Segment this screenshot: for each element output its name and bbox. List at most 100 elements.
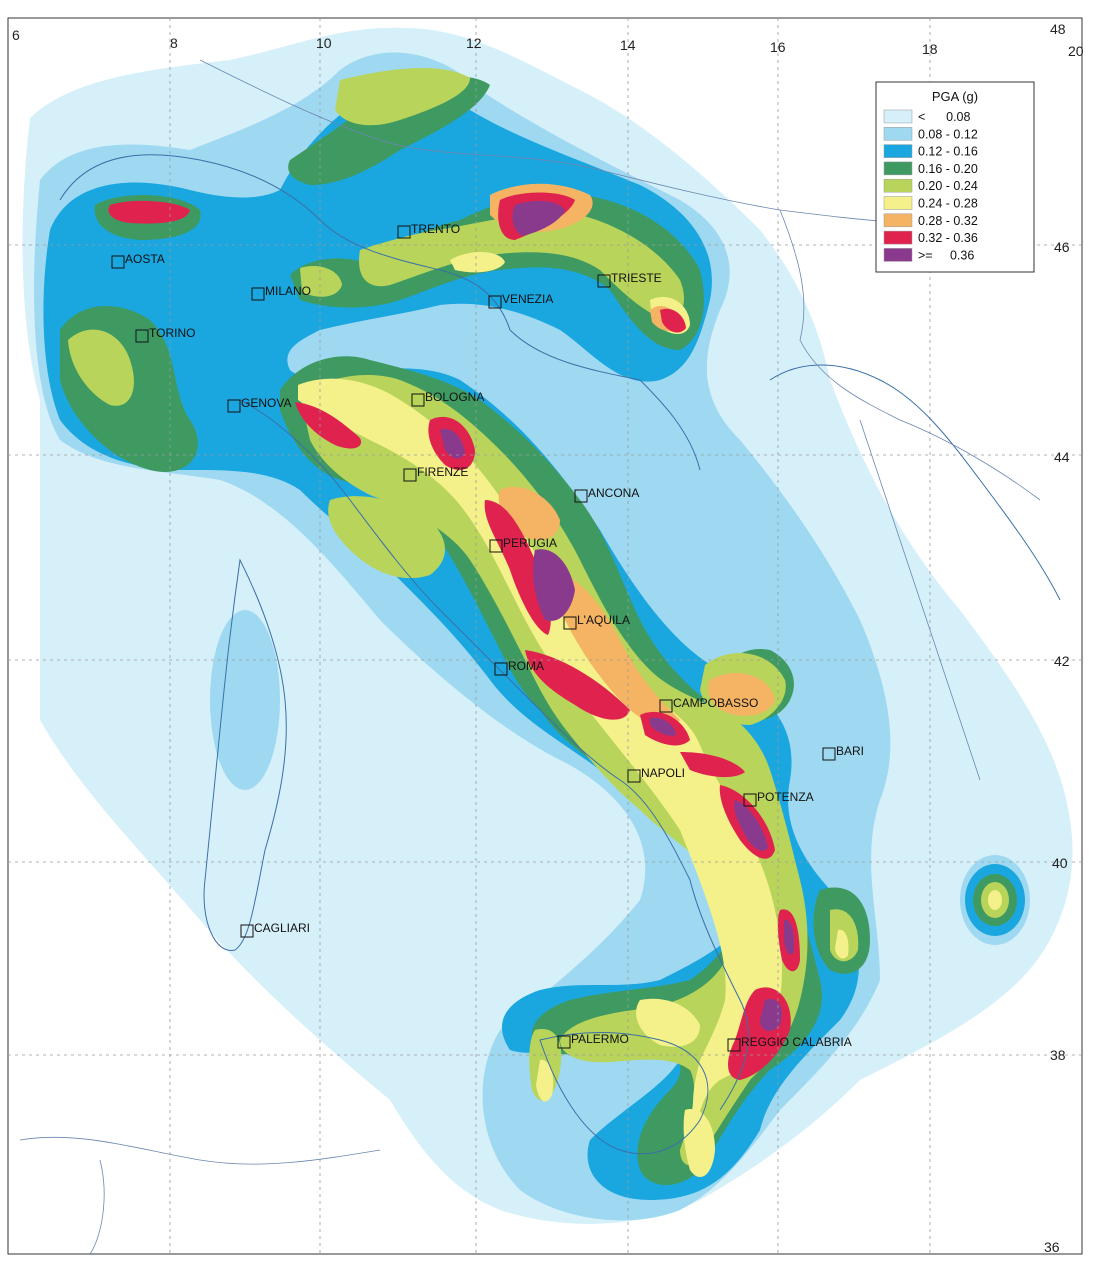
legend-entry: 0.16 - 0.20 [883, 161, 978, 176]
longitude-label: 20 [1068, 43, 1084, 59]
longitude-label: 10 [316, 35, 332, 51]
city-marker-icon [403, 468, 417, 482]
city-genova: GENOVA [227, 396, 291, 413]
city-label: PALERMO [571, 1032, 629, 1046]
hazard-zone-ge036 [440, 200, 795, 1032]
city-marker-icon [659, 699, 673, 713]
city-marker-icon [743, 793, 757, 807]
city-marker-icon [627, 769, 641, 783]
city-label: L'AQUILA [577, 613, 630, 627]
city-label: BARI [836, 744, 864, 758]
city-campobasso: CAMPOBASSO [659, 696, 758, 713]
city-marker-icon [397, 225, 411, 239]
legend-entry: 0.20 - 0.24 [883, 178, 978, 193]
legend-label: 0.08 - 0.12 [918, 127, 978, 141]
city-reggio-calabria: REGGIO CALABRIA [727, 1035, 852, 1052]
legend-swatch [883, 161, 913, 176]
city-label: TORINO [149, 326, 195, 340]
city-ancona: ANCONA [574, 486, 639, 503]
longitude-label: 6 [12, 27, 20, 43]
hazard-zone-032-036 [108, 192, 800, 1080]
city-label: AOSTA [125, 252, 165, 266]
city-bari: BARI [822, 744, 864, 761]
coastlines [59, 154, 1061, 1155]
longitude-label: 12 [466, 35, 482, 51]
legend-entry: < 0.08 [883, 109, 971, 124]
legend-swatch [883, 109, 913, 124]
legend-swatch [883, 178, 913, 193]
legend-label: 0.20 - 0.24 [918, 179, 978, 193]
latitude-label: 42 [1054, 653, 1070, 669]
country-borders [19, 59, 1041, 1255]
legend: PGA (g) < 0.08 0.08 - 0.12 0.12 - 0.16 0.16… [875, 81, 1035, 273]
city-cagliari: CAGLIARI [240, 921, 310, 938]
city-marker-icon [557, 1035, 571, 1049]
latitude-label: 46 [1054, 239, 1070, 255]
city-marker-icon [574, 489, 588, 503]
city-milano: MILANO [251, 284, 311, 301]
longitude-label: 16 [770, 39, 786, 55]
city-l-aquila: L'AQUILA [563, 613, 630, 630]
latitude-label: 48 [1050, 21, 1066, 37]
legend-entry: 0.24 - 0.28 [883, 196, 978, 211]
city-label: CAMPOBASSO [673, 696, 758, 710]
legend-swatch [883, 248, 913, 262]
city-perugia: PERUGIA [489, 536, 557, 553]
city-marker-icon [563, 616, 577, 630]
legend-title: PGA (g) [932, 89, 978, 104]
city-marker-icon [411, 393, 425, 407]
city-label: GENOVA [241, 396, 291, 410]
city-marker-icon [488, 295, 502, 309]
city-label: ROMA [508, 659, 544, 673]
graticule [8, 18, 1082, 1254]
legend-label: 0.28 - 0.32 [918, 214, 978, 228]
city-marker-icon [135, 329, 149, 343]
longitude-label: 18 [922, 41, 938, 57]
city-trento: TRENTO [397, 222, 460, 239]
city-label: VENEZIA [502, 292, 553, 306]
legend-entry: >= 0.36 [883, 248, 974, 262]
latitude-label: 38 [1050, 1047, 1066, 1063]
city-label: CAGLIARI [254, 921, 310, 935]
legend-entry: 0.28 - 0.32 [883, 213, 978, 228]
legend-label: 0.32 - 0.36 [918, 231, 978, 245]
city-marker-icon [227, 399, 241, 413]
city-label: POTENZA [757, 790, 814, 804]
city-label: REGGIO CALABRIA [741, 1035, 852, 1049]
city-marker-icon [727, 1038, 741, 1052]
city-torino: TORINO [135, 326, 195, 343]
legend-label: 0.12 - 0.16 [918, 145, 978, 159]
longitude-labels: 6 8 10 12 14 16 18 20 [12, 27, 1084, 59]
legend-swatch [883, 213, 913, 228]
legend-entry: 0.08 - 0.12 [883, 127, 978, 141]
city-markers: AOSTA TRENTO TRIESTE MILANO VENEZIA TORINO GEN… [111, 222, 864, 1052]
legend-label: < 0.08 [918, 110, 971, 124]
city-roma: ROMA [494, 659, 544, 676]
city-venezia: VENEZIA [488, 292, 553, 309]
latitude-labels: 48 46 44 42 40 38 36 [1044, 21, 1070, 1255]
city-marker-icon [494, 662, 508, 676]
longitude-label: 14 [620, 37, 636, 53]
city-napoli: NAPOLI [627, 766, 685, 783]
legend-label: 0.24 - 0.28 [918, 197, 978, 211]
city-label: FIRENZE [417, 465, 468, 479]
legend-swatch [883, 144, 913, 158]
city-marker-icon [251, 287, 265, 301]
longitude-label: 8 [170, 35, 178, 51]
city-trieste: TRIESTE [597, 271, 662, 288]
city-label: TRENTO [411, 222, 460, 236]
latitude-label: 36 [1044, 1239, 1060, 1255]
city-marker-icon [111, 255, 125, 269]
legend-swatch [883, 127, 913, 141]
city-label: NAPOLI [641, 766, 685, 780]
legend-label: >= 0.36 [918, 248, 974, 262]
legend-entry: 0.32 - 0.36 [883, 230, 978, 245]
city-marker-icon [822, 747, 836, 761]
legend-swatch [883, 230, 913, 245]
latitude-label: 44 [1054, 449, 1070, 465]
city-bologna: BOLOGNA [411, 390, 484, 407]
city-marker-icon [489, 539, 503, 553]
city-firenze: FIRENZE [403, 465, 468, 482]
